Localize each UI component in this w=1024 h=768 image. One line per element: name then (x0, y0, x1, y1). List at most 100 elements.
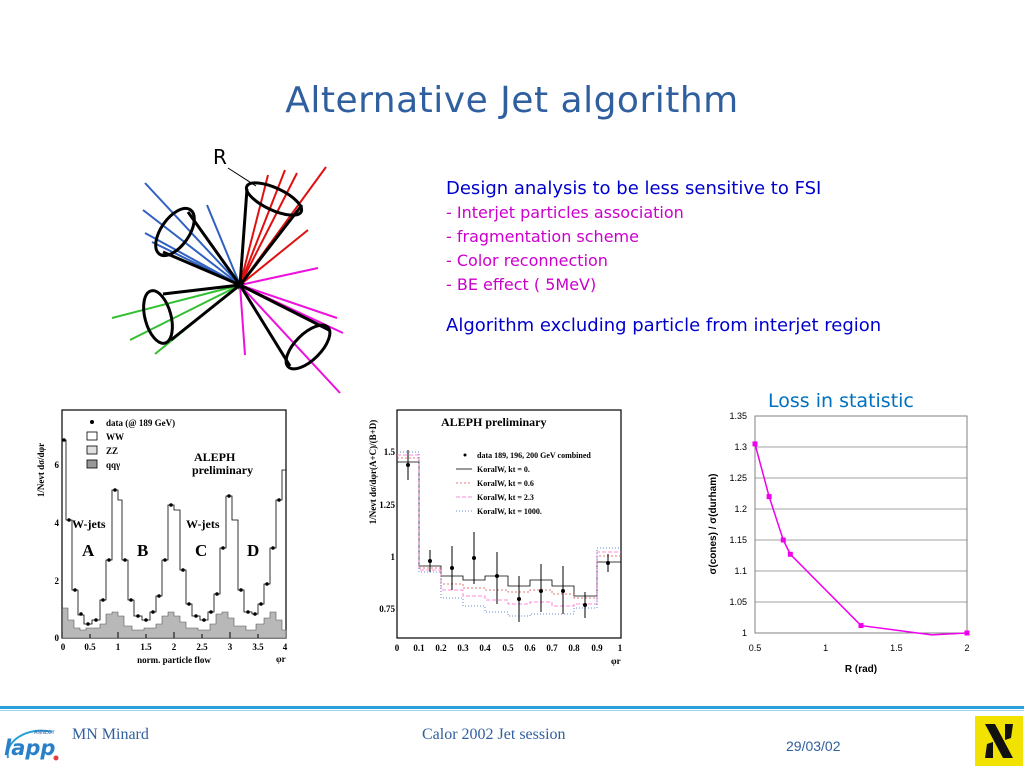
x-tick-label: 0.1 (413, 643, 425, 653)
ratio-plot: 0 0.1 0.2 0.3 0.4 0.5 0.6 0.7 0.8 0.9 1 … (368, 409, 623, 666)
y-tick-label: 1.1 (734, 566, 747, 576)
x-tick-labels: 0.5 1 1.5 2 (749, 643, 970, 653)
legend-zz-box (86, 445, 98, 455)
legend-labels: data (@ 189 GeV) WW ZZ qqγ (106, 418, 175, 470)
legend-data-marker (463, 453, 467, 457)
loss-chart-title: Loss in statistic (768, 390, 914, 412)
y-tick-label: 0 (55, 633, 60, 643)
y-tick-label: 1 (391, 552, 396, 562)
legend-label: ZZ (106, 446, 118, 456)
chart-point (964, 630, 970, 636)
y-tick-label: 4 (55, 518, 60, 528)
x-tick-label: 0 (61, 642, 66, 652)
x-tick-label: 1.5 (890, 643, 903, 653)
chart-grid (755, 415, 967, 634)
chart-series-line (754, 443, 968, 636)
bullet-item: - fragmentation scheme (446, 227, 639, 246)
preliminary-label: preliminary (192, 463, 253, 477)
cone-radius-label: R (213, 145, 227, 169)
particle-flow-plot: 0 0.5 1 1.5 2 2.5 3 3.5 4 0 2 4 6 norm. … (36, 409, 288, 665)
legend-label: WW (106, 432, 124, 442)
legend-label: KoralW, kt = 1000. (477, 507, 542, 516)
footer-divider (0, 706, 1024, 709)
mc-kt23 (397, 454, 621, 607)
region-label: A (82, 541, 95, 560)
phi-label: φr (276, 654, 286, 664)
magenta-tracks (239, 267, 344, 394)
y-tick-label: 1.5 (384, 447, 396, 457)
aleph-logo-stroke-right (1005, 724, 1013, 740)
chart-point (787, 551, 793, 557)
chart-plot-area (754, 415, 968, 634)
x-tick-label: 1 (823, 643, 828, 653)
x-tick-label: 3 (228, 642, 233, 652)
aleph-logo-stroke-left (985, 742, 993, 758)
y-tick-labels: 0.75 1 1.25 1.5 (379, 447, 395, 614)
x-tick-label: 0.5 (84, 642, 96, 652)
region-label: D (247, 541, 259, 560)
lapp-logo: ANNECY lapp (4, 729, 59, 761)
x-tick-label: 3.5 (252, 642, 264, 652)
x-ticks (61, 632, 259, 638)
legend-ww-box (86, 431, 98, 441)
chart-x-axis-label: R (rad) (845, 664, 877, 675)
chart-y-axis-label: σ(cones) / σ(durham) (708, 474, 719, 575)
x-tick-label: 0.4 (479, 643, 491, 653)
y-tick-labels: 0 2 4 6 (55, 460, 60, 643)
y-tick-label: 1.3 (734, 442, 747, 452)
x-tick-label: 0.2 (435, 643, 447, 653)
x-tick-label: 1 (116, 642, 121, 652)
y-tick-label: 1.25 (379, 500, 395, 510)
footer-author: MN Minard (72, 726, 149, 743)
legend-label: KoralW, kt = 0. (477, 465, 530, 474)
footer-divider-thin (0, 710, 1024, 711)
x-axis-label: norm. particle flow (137, 655, 211, 665)
legend-label: KoralW, kt = 0.6 (477, 479, 534, 488)
mc-kt1000 (397, 451, 621, 617)
lapp-logo-small: ANNECY (34, 730, 55, 736)
x-tick-label: 0.8 (568, 643, 580, 653)
lapp-logo-swoosh (6, 729, 53, 759)
footer-session: Calor 2002 Jet session (422, 726, 566, 743)
x-tick-label: 0.7 (546, 643, 558, 653)
x-tick-labels: 0 0.1 0.2 0.3 0.4 0.5 0.6 0.7 0.8 0.9 1 (395, 643, 623, 653)
x-tick-label: 0.5 (749, 643, 762, 653)
chart-series-points (752, 441, 970, 636)
bullet-item: - Interjet particles association (446, 203, 684, 222)
bullet-item: - BE effect ( 5MeV) (446, 275, 597, 294)
slide-title: Alternative Jet algorithm (285, 80, 739, 121)
y-axis-label: 1/Nevt dσ/dφr(A+C)/(B+D) (368, 420, 378, 525)
bullet-list: Design analysis to be less sensitive to … (446, 176, 1016, 338)
x-tick-label: 1.5 (140, 642, 152, 652)
x-tick-label: 4 (283, 642, 288, 652)
x-tick-label: 2 (964, 643, 969, 653)
y-tick-label: 1 (742, 628, 747, 638)
y-tick-label: 0.75 (379, 604, 395, 614)
legend-qqg-box (86, 459, 98, 469)
ratio-data-points (406, 463, 610, 607)
jet-cones (142, 181, 332, 371)
plot-frame (396, 409, 622, 639)
chart-point (752, 441, 758, 447)
x-tick-label: 2 (172, 642, 177, 652)
lapp-logo-text: lapp (4, 736, 55, 760)
lapp-logo-dot (53, 755, 59, 761)
y-tick-label: 2 (55, 576, 60, 586)
legend-label: data 189, 196, 200 GeV combined (477, 451, 591, 460)
green-tracks (111, 284, 241, 355)
y-tick-labels: 11.051.11.151.21.251.31.35 (729, 411, 747, 638)
x-tick-label: 0.3 (457, 643, 469, 653)
y-tick-label: 1.15 (729, 535, 747, 545)
x-tick-label: 2.5 (196, 642, 208, 652)
x-tick-label: 0.9 (591, 643, 603, 653)
y-tick-label: 1.35 (729, 411, 747, 421)
x-tick-label: 1 (618, 643, 623, 653)
aleph-logo-stroke-main (985, 724, 1013, 758)
legend-label: data (@ 189 GeV) (106, 418, 175, 428)
chart-point (780, 537, 786, 543)
region-labels: A B C D (82, 541, 259, 560)
wjets-label-left: W-jets (72, 517, 106, 531)
region-label: C (195, 541, 207, 560)
y-tick-label: 6 (55, 460, 60, 470)
